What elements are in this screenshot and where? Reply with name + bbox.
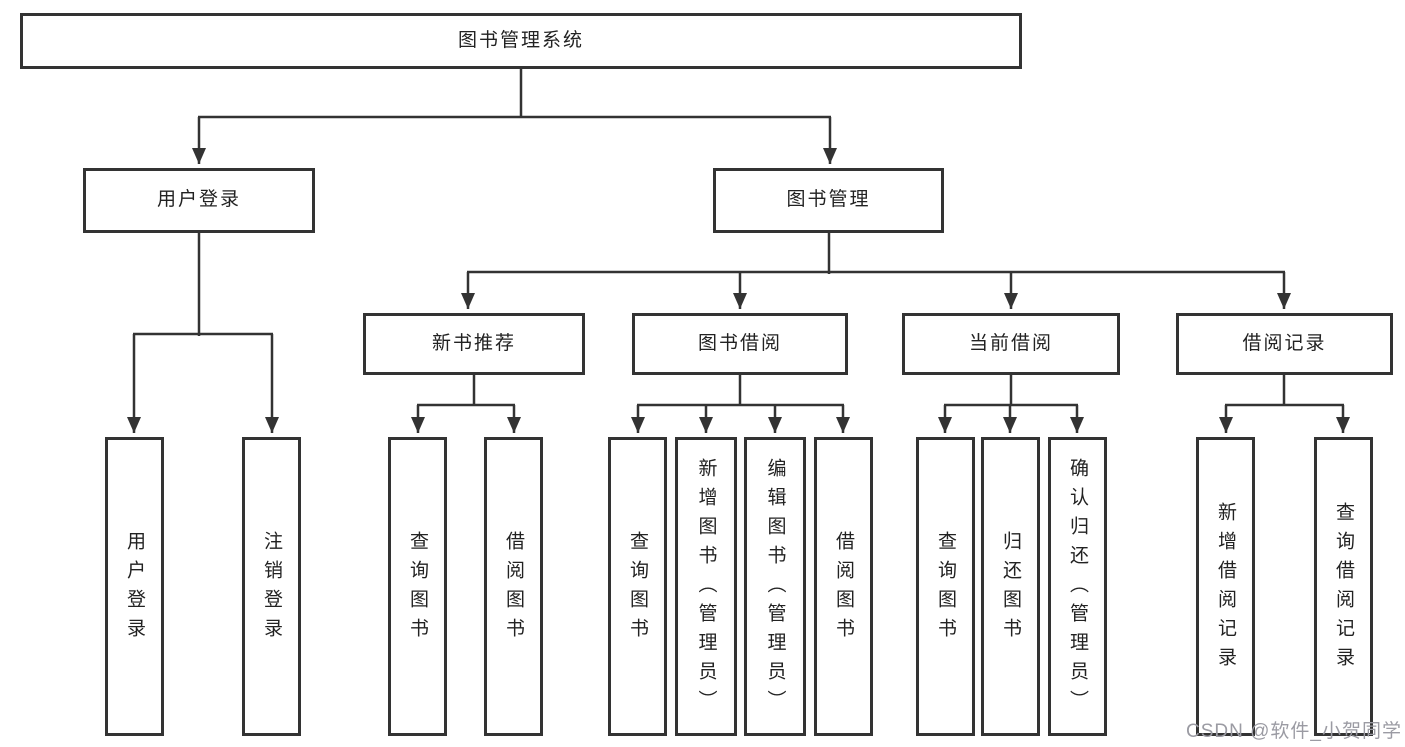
leaf-br-query-record: 查询借阅记录 — [1314, 437, 1373, 736]
node-library-system: 图书管理系统 — [20, 13, 1022, 69]
node-current-borrowing: 当前借阅 — [902, 313, 1120, 375]
leaf-bb-borrow-books: 借阅图书 — [814, 437, 873, 736]
leaf-bb-query-books: 查询图书 — [608, 437, 667, 736]
leaf-user-login: 用户登录 — [105, 437, 164, 736]
leaf-logout: 注销登录 — [242, 437, 301, 736]
node-new-book-recommend: 新书推荐 — [363, 313, 585, 375]
leaf-cb-confirm-return-admin: 确认归还（管理员） — [1048, 437, 1107, 736]
node-book-borrowing: 图书借阅 — [632, 313, 848, 375]
leaf-bb-edit-book-admin: 编辑图书（管理员） — [744, 437, 806, 736]
leaf-br-add-record: 新增借阅记录 — [1196, 437, 1255, 736]
node-user-login: 用户登录 — [83, 168, 315, 233]
leaf-nb-query-books: 查询图书 — [388, 437, 447, 736]
leaf-nb-borrow-books: 借阅图书 — [484, 437, 543, 736]
node-borrowing-records: 借阅记录 — [1176, 313, 1393, 375]
node-book-management: 图书管理 — [713, 168, 944, 233]
leaf-cb-query-books: 查询图书 — [916, 437, 975, 736]
leaf-bb-add-book-admin: 新增图书（管理员） — [675, 437, 737, 736]
leaf-cb-return-books: 归还图书 — [981, 437, 1040, 736]
watermark: CSDN @软件_小贺同学 — [1186, 721, 1402, 742]
